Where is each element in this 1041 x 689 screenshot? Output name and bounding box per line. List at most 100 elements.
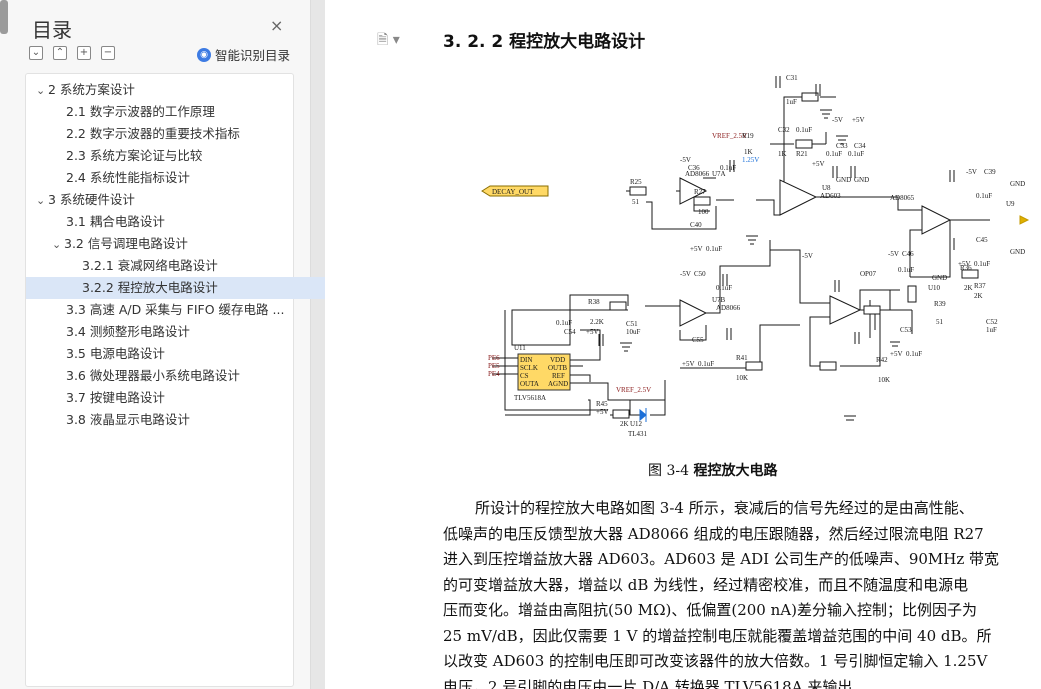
toc-item[interactable]: 3.5 电源电路设计 (26, 343, 325, 365)
u7a-label: U7A (712, 170, 726, 178)
gnd-label-2: GND (854, 176, 869, 184)
paragraph-line: 25 mV/dB，因此仅需要 1 V 的增益控制电压就能覆盖增益范围的中间 40… (443, 626, 992, 645)
r39-label: R39 (934, 300, 946, 308)
vref-label-1: VREF_2.5V (712, 132, 747, 140)
toc-item[interactable]: 2.4 系统性能指标设计 (26, 167, 325, 189)
toc-item[interactable]: 3.2.1 衰减网络电路设计 (26, 255, 341, 277)
outb-pin: OUTB (548, 364, 567, 372)
toc-item[interactable]: 2.1 数字示波器的工作原理 (26, 101, 325, 123)
r45-label: R45 (596, 400, 608, 408)
c53-label: C53 (900, 326, 912, 334)
toc-item[interactable]: 3.4 测频整形电路设计 (26, 321, 325, 343)
toc-item[interactable]: 3.6 微处理器最小系统电路设计 (26, 365, 325, 387)
toc-item[interactable]: 3.3 高速 A/D 采集与 FIFO 缓存电路 ... (26, 299, 325, 321)
toc-item[interactable]: 2.2 数字示波器的重要技术指标 (26, 123, 325, 145)
toc-item-label: 3.2 信号调理电路设计 (64, 236, 188, 251)
collapse-all-button[interactable]: ⌄ (29, 46, 43, 60)
r27-label: R27 (694, 188, 706, 196)
add-heading-button[interactable]: + (77, 46, 91, 60)
m5v-label-2: -5V (832, 116, 843, 124)
v125-label: 1.25V (742, 156, 759, 164)
c32-value: 0.1uF (796, 126, 812, 134)
toc-item[interactable]: 3.1 耦合电路设计 (26, 211, 325, 233)
u12-label: U12 (630, 420, 643, 428)
r27-value: 100 (698, 208, 709, 216)
close-icon[interactable]: × (270, 16, 284, 35)
r45-value: 2K (620, 420, 629, 428)
expand-up-button[interactable]: ⌃ (53, 46, 67, 60)
outa-pin: OUTA (520, 380, 539, 388)
m5v-label-6: -5V (680, 270, 691, 278)
toc-item[interactable]: ⌄2 系统方案设计 (26, 79, 295, 101)
p5v-label-3: +5V (852, 116, 865, 124)
paragraph-line: 低噪声的电压反馈型放大器 AD8066 组成的电压跟随器，然后经过限流电阻 R2… (443, 524, 984, 543)
c54-label: C54 (564, 328, 576, 336)
toc-item[interactable]: 3.7 按键电路设计 (26, 387, 325, 409)
r38-value: 2.2K (590, 318, 604, 326)
gnd-label-1: GND (836, 176, 851, 184)
c50-label: C50 (694, 270, 706, 278)
toc-item-label: 3 系统硬件设计 (48, 192, 135, 207)
u8-label: U8 (822, 184, 831, 192)
paragraph-line: 的可变增益放大器，增益以 dB 为线性，经过精密校准，而且不随温度和电源电 (443, 575, 969, 594)
c31-label: C31 (786, 74, 798, 82)
p5v-label-7: +5V (586, 328, 599, 336)
c39-value: 0.1uF (976, 192, 992, 200)
cs-pin: CS (520, 372, 529, 380)
p5v-label-5: +5V (890, 350, 903, 358)
toc-item[interactable]: ⌄3.2 信号调理电路设计 (26, 233, 311, 255)
m5v-label-1: -5V (680, 156, 691, 164)
c53-value: 0.1uF (906, 350, 922, 358)
c40-label: C40 (690, 221, 702, 229)
chevron-down-icon[interactable]: ⌄ (52, 238, 62, 251)
r19-label: R19 (742, 132, 754, 140)
c31-value: 1uF (786, 98, 797, 106)
figure-caption: 图 3-4 程控放大电路 (648, 460, 777, 480)
c36-label: C36 (688, 164, 700, 172)
ai-icon: ◉ (197, 47, 211, 62)
p5v-label-4: +5V (958, 260, 971, 268)
paragraph-line: 所设计的程控放大电路如图 3-4 所示，衰减后的信号先经过的是由高性能、 (475, 499, 974, 517)
r41-value: 10K (736, 374, 748, 382)
toc-item-label: 2.1 数字示波器的工作原理 (66, 104, 215, 119)
toc-item-label: 3.3 高速 A/D 采集与 FIFO 缓存电路 ... (66, 302, 285, 317)
pe5-label: PE5 (488, 362, 500, 370)
toc-item[interactable]: 3.2.2 程控放大电路设计 (26, 277, 341, 299)
toc-item-label: 3.6 微处理器最小系统电路设计 (66, 368, 240, 383)
ref-pin: REF (552, 372, 565, 380)
document-outline-icon[interactable]: 🗎 ▾ (377, 32, 400, 48)
din-pin: DIN (520, 356, 532, 364)
toc-item[interactable]: ⌄3 系统硬件设计 (26, 189, 295, 211)
toc-item[interactable]: 2.3 系统方案论证与比较 (26, 145, 325, 167)
chevron-down-icon[interactable]: ⌄ (36, 84, 46, 97)
toc-title: 目录 (32, 18, 72, 42)
smart-toc-button[interactable]: ◉ 智能识别目录 (197, 45, 290, 64)
c33-label: C33 (836, 142, 848, 150)
ad8066-b-label: AD8066 (716, 304, 741, 312)
u7b-label: U7B (712, 296, 726, 304)
r21-value: 1K (778, 150, 787, 158)
toc-item-label: 3.4 测频整形电路设计 (66, 324, 190, 339)
r41-label: R41 (736, 354, 748, 362)
toc-item[interactable]: 3.8 液晶显示电路设计 (26, 409, 325, 431)
amplifier-circuit-diagram: DECAY_OUT R25 51 AD8066 U7A -5V C36 0.1u… (481, 74, 1030, 438)
sidebar-scrollbar[interactable] (0, 0, 8, 34)
toc-item-label: 3.7 按键电路设计 (66, 390, 165, 405)
c32-label: C32 (778, 126, 790, 134)
chevron-down-icon[interactable]: ⌄ (36, 194, 46, 207)
c52-value: 1uF (986, 326, 997, 334)
r21-label: R21 (796, 150, 808, 158)
r25-value: 51 (632, 198, 640, 206)
gnd-label-5: GND (932, 274, 947, 282)
c55-label: C55 (692, 336, 704, 344)
r36-value: 2K (964, 284, 973, 292)
toc-item-label: 2 系统方案设计 (48, 82, 135, 97)
c55-value: 0.1uF (698, 360, 714, 368)
r42-value: 10K (878, 376, 890, 384)
smart-toc-label: 智能识别目录 (215, 48, 291, 63)
remove-heading-button[interactable]: − (101, 46, 115, 60)
toc-item-label: 3.1 耦合电路设计 (66, 214, 165, 229)
figure-title: 程控放大电路 (693, 463, 778, 479)
m5v-label-5: -5V (888, 250, 899, 258)
